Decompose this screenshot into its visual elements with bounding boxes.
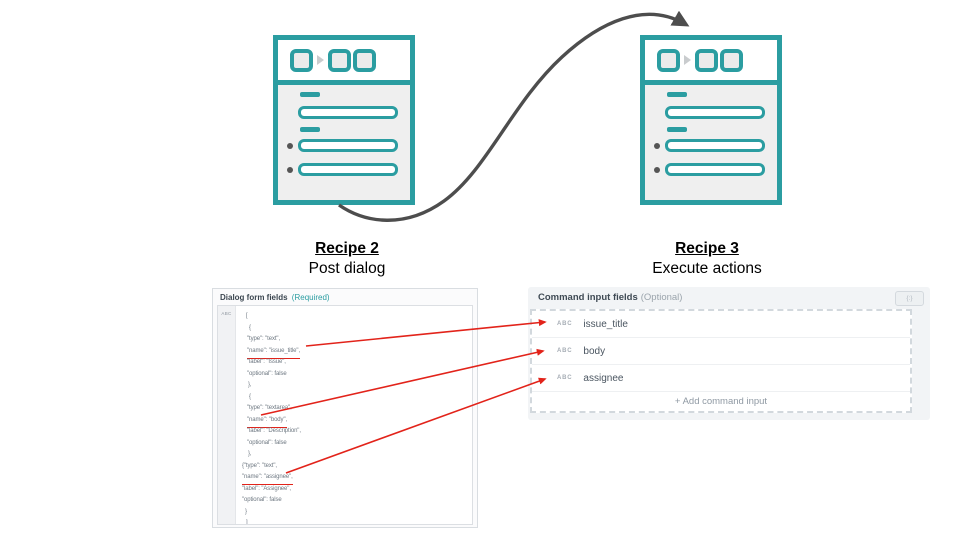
- icon-square: [657, 48, 680, 72]
- command-input-row[interactable]: ABC issue_title: [532, 311, 910, 338]
- text-type-icon: ABC: [557, 348, 573, 354]
- code-line: "name": "body",: [236, 411, 472, 428]
- dialog-panel-title: Dialog form fields: [220, 293, 288, 302]
- code-text: }: [245, 508, 247, 515]
- code-text-highlighted: "name": "assignee",: [242, 472, 293, 485]
- code-line: ]: [236, 514, 472, 524]
- icon-field-label-shape: [300, 92, 320, 97]
- icon-bullet-dot: [654, 167, 660, 173]
- command-input-name: body: [583, 345, 606, 357]
- recipe3-label: Recipe 3 Execute actions: [622, 240, 792, 278]
- command-panel-title: Command input fields(Optional): [538, 292, 683, 303]
- text-type-icon: ABC: [557, 321, 573, 327]
- add-command-input-button[interactable]: + Add command input: [674, 396, 768, 407]
- icon-header-bar: [645, 40, 777, 85]
- code-text: },: [248, 382, 252, 388]
- icon-square: [290, 48, 313, 72]
- editor-gutter: ABC: [218, 306, 236, 524]
- icon-square: [328, 48, 351, 72]
- recipe2-title: Recipe 2: [315, 240, 379, 257]
- icon-bullet-dot: [287, 143, 293, 149]
- code-line: {: [236, 319, 472, 331]
- code-line: {"type": "text",: [236, 457, 472, 469]
- code-line: },: [236, 376, 472, 388]
- icon-bullet-dot: [287, 167, 293, 173]
- icon-field-label-shape: [300, 127, 320, 132]
- icon-input-shape: [298, 163, 398, 176]
- code-line: "label": "Description",: [236, 422, 472, 434]
- text-type-icon: ABC: [221, 311, 232, 316]
- code-text: "optional": false: [242, 497, 282, 503]
- command-panel-header: Command input fields(Optional) {:}: [528, 287, 930, 309]
- code-lines: [{"type": "text","name": "issue_title","…: [236, 306, 472, 524]
- command-input-name: assignee: [583, 372, 624, 384]
- command-input-row[interactable]: ABC body: [532, 338, 910, 365]
- code-line: [: [236, 307, 472, 319]
- code-line: "optional": false: [236, 365, 472, 377]
- code-view-toggle-button[interactable]: {:}: [895, 291, 924, 306]
- text-type-icon: ABC: [557, 375, 573, 381]
- dialog-form-fields-panel: Dialog form fields (Required) ABC [{"typ…: [212, 288, 478, 528]
- icon-input-shape: [665, 163, 765, 176]
- dialog-window-icon-recipe3: [640, 35, 782, 205]
- code-line: "optional": false: [236, 491, 472, 503]
- code-text: "optional": false: [247, 370, 287, 377]
- code-text: {"type": "text",: [242, 462, 277, 469]
- code-text: "type": "text",: [247, 336, 281, 342]
- code-line: "name": "assignee",: [236, 468, 472, 485]
- caret-right-icon: [684, 55, 691, 65]
- code-line: },: [236, 445, 472, 457]
- code-line: }: [236, 503, 472, 515]
- code-text: "optional": false: [247, 439, 287, 446]
- command-input-fields-panel: Command input fields(Optional) {:} ABC is…: [528, 287, 930, 420]
- icon-field-label-shape: [667, 92, 687, 97]
- code-text: "label": "Assignee",: [242, 485, 291, 492]
- icon-square: [720, 48, 743, 72]
- icon-form-body: [278, 85, 410, 200]
- code-line: "label": "Issue",: [236, 353, 472, 365]
- icon-input-shape: [298, 106, 398, 119]
- icon-input-shape: [665, 139, 765, 152]
- code-text: {: [249, 393, 251, 400]
- code-line: {: [236, 388, 472, 400]
- icon-input-shape: [665, 106, 765, 119]
- dialog-window-icon-recipe2: [273, 35, 415, 205]
- command-input-name: issue_title: [583, 318, 628, 330]
- command-input-row[interactable]: ABC assignee: [532, 365, 910, 392]
- code-text: {: [249, 324, 251, 331]
- caret-right-icon: [317, 55, 324, 65]
- icon-bullet-dot: [654, 143, 660, 149]
- code-line: "type": "textarea",: [236, 399, 472, 411]
- code-line: "optional": false: [236, 434, 472, 446]
- recipe3-subtitle: Execute actions: [652, 260, 762, 277]
- icon-form-body: [645, 85, 777, 200]
- code-text-highlighted: "name": "body",: [247, 415, 287, 428]
- code-line: "type": "text",: [236, 330, 472, 342]
- recipe2-label: Recipe 2 Post dialog: [262, 240, 432, 278]
- icon-field-label-shape: [667, 127, 687, 132]
- icon-square: [695, 48, 718, 72]
- code-text: "label": "Description",: [247, 428, 301, 434]
- code-text: [: [246, 313, 248, 319]
- recipe3-title: Recipe 3: [675, 240, 739, 257]
- code-text: ]: [246, 520, 248, 524]
- code-text: },: [248, 451, 252, 457]
- dialog-panel-header: Dialog form fields (Required): [220, 293, 330, 302]
- icon-header-bar: [278, 40, 410, 85]
- icon-input-shape: [298, 139, 398, 152]
- code-line: "label": "Assignee",: [236, 480, 472, 492]
- code-editor[interactable]: ABC [{"type": "text","name": "issue_titl…: [217, 305, 473, 525]
- icon-square: [353, 48, 376, 72]
- optional-badge: (Optional): [640, 292, 683, 303]
- recipe2-subtitle: Post dialog: [308, 260, 386, 277]
- required-badge: (Required): [291, 293, 330, 302]
- code-line: "name": "issue_title",: [236, 342, 472, 359]
